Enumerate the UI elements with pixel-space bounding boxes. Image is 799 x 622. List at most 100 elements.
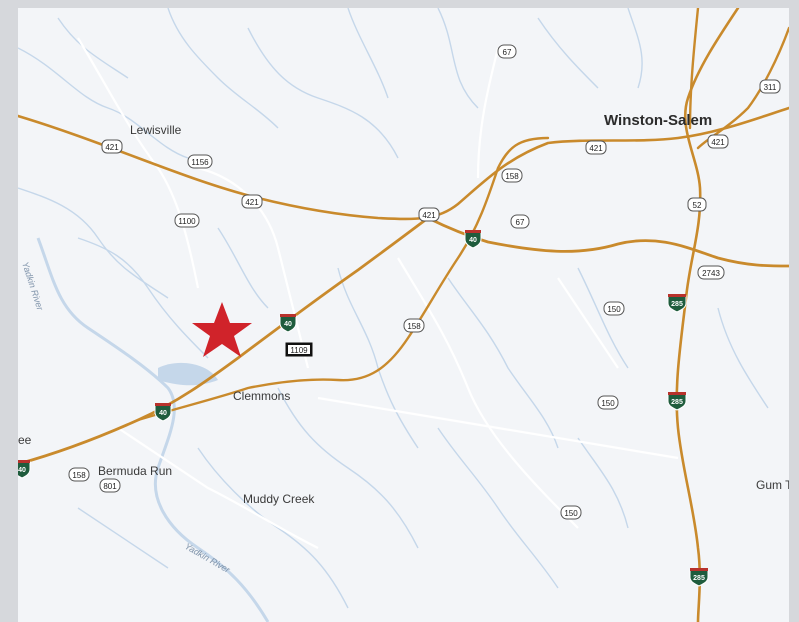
town-label-partial: ee [18,433,32,447]
sr-2743-shield: 2743 [697,265,725,280]
town-label-bermuda-run: Bermuda Run [98,464,172,478]
town-label-clemmons: Clemmons [233,389,290,403]
svg-text:421: 421 [245,198,259,207]
svg-text:421: 421 [422,211,436,220]
interstate-40-shield: 40 [154,403,172,422]
interstate-40-shield: 40 [18,460,31,479]
road [117,427,319,549]
interstate-40-shield: 40 [464,230,482,249]
road [77,37,200,289]
stream [577,267,629,369]
svg-text:2743: 2743 [702,269,720,278]
us-421-shield: 421 [241,194,263,209]
svg-text:1156: 1156 [191,158,209,167]
road [476,47,500,179]
svg-text:285: 285 [671,301,683,308]
yadkin-river [36,237,270,622]
svg-text:311: 311 [764,83,777,92]
stream [717,307,769,409]
river-label-yadkin-west: Yadkin River [20,261,45,313]
interstate-40 [18,216,789,466]
stream [277,387,419,549]
svg-text:150: 150 [607,305,621,314]
nc-150-shield: 150 [603,301,625,316]
stream [437,427,559,589]
road [197,166,310,369]
stream [167,8,279,129]
stream [247,27,399,159]
us-421-shield: 421 [418,207,440,222]
star-marker-icon[interactable] [192,302,252,357]
stream [337,267,419,449]
svg-text:67: 67 [516,218,525,227]
secondary-roads [77,37,679,549]
svg-text:150: 150 [601,399,615,408]
town-label-lewisville: Lewisville [130,123,182,137]
stream [537,17,599,89]
city-label-winston-salem: Winston-Salem [604,112,712,129]
stream [18,47,189,159]
nc-158-shield: 158 [68,467,90,482]
svg-text:150: 150 [564,509,578,518]
road [397,257,579,529]
stream [57,17,129,79]
svg-text:158: 158 [407,322,421,331]
nc-150-shield: 150 [597,395,619,410]
us-52-spur [688,8,700,130]
stream [627,8,643,89]
us-421-shield: 421 [101,139,123,154]
stream [217,227,269,309]
nc-67-shield: 67 [510,214,530,229]
us-311-shield: 311 [759,79,781,94]
us-52-highway [675,8,740,622]
svg-text:40: 40 [18,467,26,474]
stream [437,8,479,109]
svg-text:285: 285 [671,399,683,406]
svg-text:67: 67 [503,48,512,57]
svg-text:421: 421 [589,144,603,153]
stream [577,437,629,529]
svg-text:421: 421 [711,138,725,147]
stream [77,237,209,359]
nc-158-shield: 158 [501,168,523,183]
lake [158,362,218,386]
svg-text:801: 801 [103,482,117,491]
stream [447,277,559,449]
town-label-muddy-creek: Muddy Creek [243,492,315,506]
sr-1100-shield: 1100 [174,213,200,228]
svg-text:40: 40 [284,321,292,328]
nc-158-shield: 158 [403,318,425,333]
map-svg[interactable]: Winston-Salem Lewisville Clemmons Bermud… [18,8,789,622]
us-52-shield: 52 [687,197,707,212]
highway-ramp [136,136,550,422]
svg-text:421: 421 [105,143,119,152]
highways [18,8,789,622]
svg-text:40: 40 [469,237,477,244]
town-label-gum-t: Gum T [756,478,789,492]
map-canvas[interactable]: Winston-Salem Lewisville Clemmons Bermud… [18,8,789,622]
stream [197,447,349,609]
water-features [18,8,769,609]
stream [347,8,389,99]
river-label-yadkin-south: Yadkin River [183,541,232,575]
interstate-40-shield: 40 [279,314,297,333]
svg-text:285: 285 [693,575,705,582]
svg-text:1109: 1109 [290,346,308,355]
sr-1156-shield: 1156 [187,154,213,169]
road [557,277,619,369]
sr-1109-shield: 1109 [285,342,313,357]
interstate-285-shield: 285 [689,568,709,587]
svg-text:52: 52 [693,201,702,210]
us-421-highway [18,106,789,221]
road [317,396,679,460]
svg-text:158: 158 [72,471,86,480]
nc-150-shield: 150 [560,505,582,520]
interstate-285-shield: 285 [667,392,687,411]
svg-text:1100: 1100 [178,217,196,226]
interstate-285-shield: 285 [667,294,687,313]
stream [77,507,169,569]
svg-text:158: 158 [505,172,519,181]
route-shields: 421 421 421 421 421 1156 1100 1109 67 67… [18,44,781,587]
nc-801-shield: 801 [99,478,121,493]
